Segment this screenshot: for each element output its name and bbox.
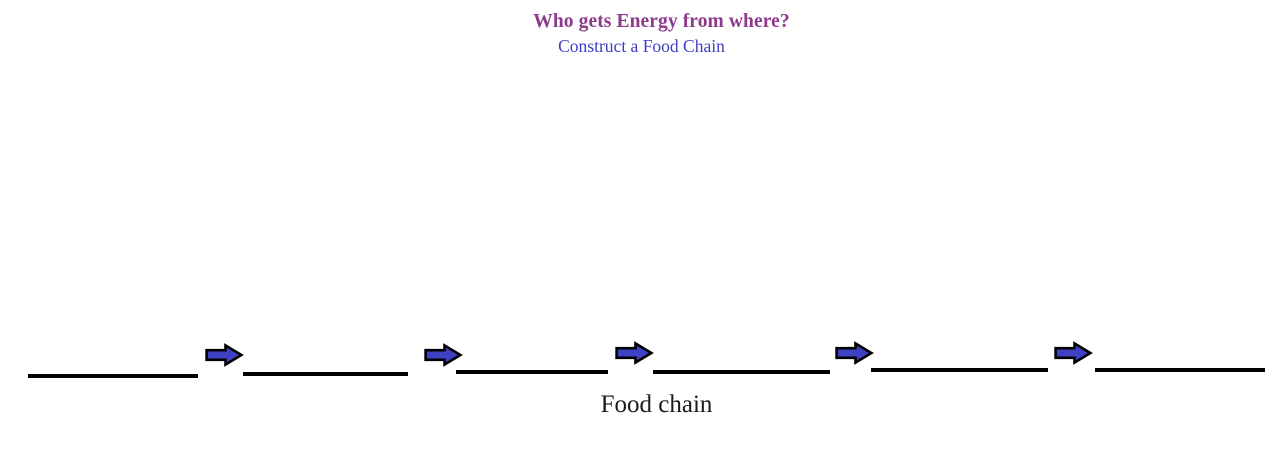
worksheet-heading: Who gets Energy from where? Construct a …: [0, 10, 1283, 57]
page-subtitle: Construct a Food Chain: [558, 36, 725, 56]
arrow-right-icon-1: [205, 343, 244, 367]
caption-label: Food chain: [600, 391, 713, 418]
page-title: Who gets Energy from where?: [533, 11, 790, 32]
drawing-canvas-area[interactable]: [0, 62, 1283, 334]
arrow-right-icon-2: [424, 343, 463, 367]
food-chain-blank-3[interactable]: [456, 370, 608, 374]
food-chain-blank-5[interactable]: [871, 368, 1048, 372]
food-chain-blank-6[interactable]: [1095, 368, 1265, 372]
food-chain-blank-4[interactable]: [653, 370, 830, 374]
arrow-right-icon-5: [1054, 341, 1093, 365]
arrow-right-icon-3: [615, 341, 654, 365]
food-chain-strip: [0, 330, 1283, 390]
food-chain-blank-2[interactable]: [243, 372, 408, 376]
food-chain-blank-1[interactable]: [28, 374, 198, 378]
food-chain-caption: Food chain: [0, 390, 1283, 420]
arrow-right-icon-4: [835, 341, 874, 365]
